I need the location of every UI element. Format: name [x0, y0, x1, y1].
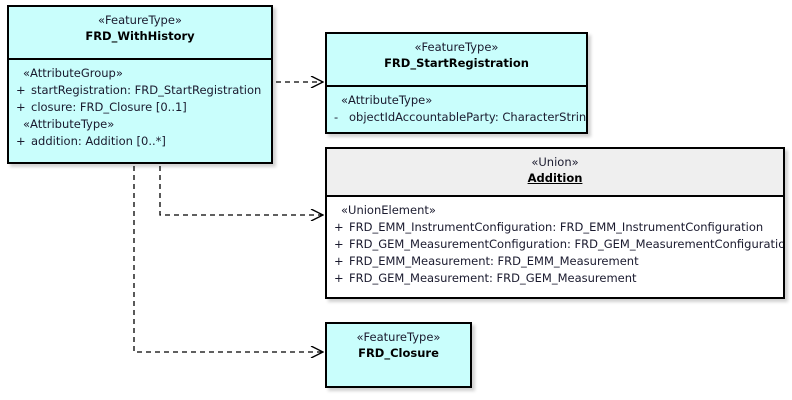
attribute-visibility: + [334, 220, 344, 234]
attribute-row[interactable]: + FRD_GEM_MeasurementConfiguration: FRD_… [327, 236, 783, 253]
class-header: «Union» Addition [327, 149, 783, 197]
attribute-visibility: + [334, 271, 344, 285]
compartment-group-label: «AttributeType» [23, 117, 115, 131]
class-box-frd-startregistration[interactable]: «FeatureType» FRD_StartRegistration «Att… [325, 32, 588, 134]
compartment-group-label: «AttributeGroup» [23, 66, 123, 80]
class-box-frd-withhistory[interactable]: «FeatureType» FRD_WithHistory «Attribute… [7, 5, 273, 164]
class-name: FRD_Closure [358, 346, 439, 360]
attribute-row[interactable]: + FRD_EMM_Measurement: FRD_EMM_Measureme… [327, 253, 783, 270]
attribute-row[interactable]: + startRegistration: FRD_StartRegistrati… [9, 82, 271, 99]
attribute-visibility: - [334, 110, 339, 124]
class-header: «FeatureType» FRD_WithHistory [9, 7, 271, 60]
attribute-row[interactable]: + FRD_EMM_InstrumentConfiguration: FRD_E… [327, 219, 783, 236]
attribute-row[interactable]: + addition: Addition [0..*] [9, 133, 271, 150]
attribute-row[interactable]: + closure: FRD_Closure [0..1] [9, 99, 271, 116]
class-stereotype: «Union» [531, 155, 579, 169]
class-stereotype: «FeatureType» [98, 13, 182, 27]
attribute-label: closure: FRD_Closure [0..1] [31, 100, 187, 114]
attribute-row[interactable]: - objectIdAccountableParty: CharacterStr… [327, 109, 586, 126]
attribute-visibility: + [334, 237, 344, 251]
attribute-visibility: + [16, 134, 26, 148]
attribute-visibility: + [334, 254, 344, 268]
attribute-label: FRD_GEM_Measurement: FRD_GEM_Measurement [349, 271, 637, 285]
compartment-group-label: «UnionElement» [341, 203, 436, 217]
class-header: «FeatureType» FRD_StartRegistration [327, 34, 586, 87]
attribute-visibility: + [16, 83, 26, 97]
connector-withhistory-to-addition[interactable] [159, 166, 323, 215]
attribute-label: objectIdAccountableParty: CharacterStrin… [349, 110, 588, 124]
attribute-row[interactable]: + FRD_GEM_Measurement: FRD_GEM_Measureme… [327, 270, 783, 287]
compartment-group-label: «AttributeType» [341, 93, 433, 107]
attribute-visibility: + [16, 100, 26, 114]
class-header: «FeatureType» FRD_Closure [327, 324, 470, 386]
class-box-addition[interactable]: «Union» Addition «UnionElement» + FRD_EM… [325, 147, 785, 299]
attribute-label: FRD_EMM_Measurement: FRD_EMM_Measurement [349, 254, 639, 268]
class-name: Addition [527, 171, 583, 185]
attribute-label: addition: Addition [0..*] [31, 134, 166, 148]
class-stereotype: «FeatureType» [356, 330, 441, 344]
connector-withhistory-to-closure[interactable] [133, 166, 323, 352]
attribute-label: startRegistration: FRD_StartRegistration [31, 83, 262, 97]
class-stereotype: «FeatureType» [414, 40, 499, 54]
class-name: FRD_WithHistory [85, 29, 195, 43]
attribute-label: FRD_EMM_InstrumentConfiguration: FRD_EMM… [349, 220, 764, 234]
class-body: «AttributeType» - objectIdAccountablePar… [327, 87, 586, 130]
attribute-label: FRD_GEM_MeasurementConfiguration: FRD_GE… [349, 237, 785, 251]
class-body: «UnionElement» + FRD_EMM_InstrumentConfi… [327, 197, 783, 291]
class-box-frd-closure[interactable]: «FeatureType» FRD_Closure [325, 322, 472, 388]
class-name: FRD_StartRegistration [384, 56, 529, 70]
class-body: «AttributeGroup» + startRegistration: FR… [9, 60, 271, 154]
